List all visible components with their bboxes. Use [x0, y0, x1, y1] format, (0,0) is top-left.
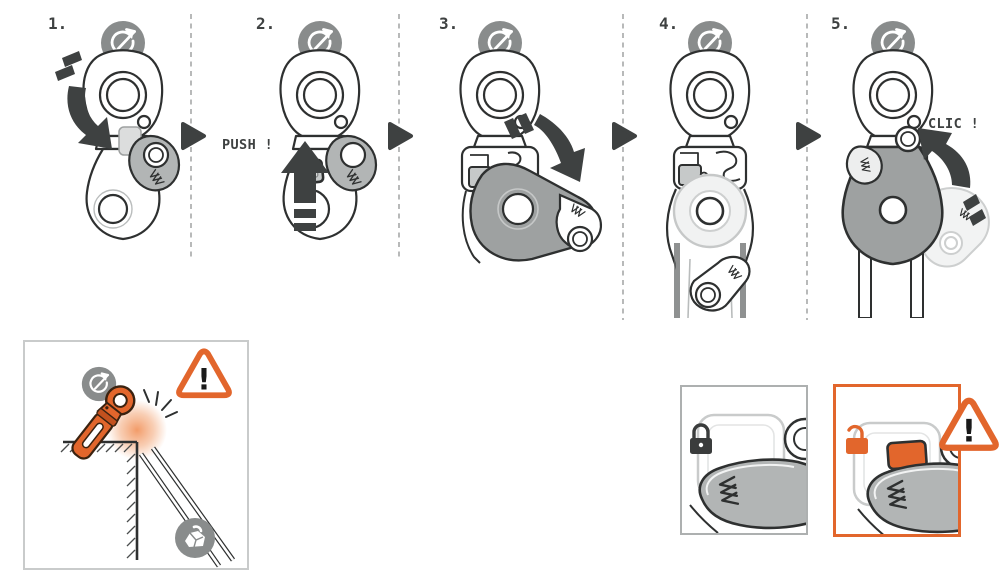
- side-plate-closed: [841, 125, 944, 266]
- lock-open-icon: [846, 424, 868, 454]
- next-arrow-icon: [181, 122, 206, 150]
- edge-corner: [60, 440, 139, 560]
- step-5-pulley-closing-illustration: [841, 19, 990, 318]
- lock-closed-icon: [690, 423, 712, 454]
- step-1-pulley-closed-illustration: [55, 19, 181, 241]
- latch-closed: [325, 134, 378, 192]
- warning-triangle-icon: !: [176, 348, 232, 399]
- step-separator: [806, 14, 808, 320]
- step-3-pulley-open-illustration: [459, 19, 602, 264]
- step-4-number: 4.: [659, 14, 679, 33]
- open-rotation-arrow: [504, 113, 585, 182]
- sheave: [672, 173, 748, 249]
- step-5-number: 5.: [831, 14, 851, 33]
- side-plate-open: [469, 162, 602, 262]
- warning-triangle-icon: !: [939, 397, 999, 451]
- step-separator: [622, 14, 624, 320]
- next-arrow-icon: [796, 122, 821, 150]
- next-arrow-icon: [388, 122, 413, 150]
- step-1-number: 1.: [48, 14, 68, 33]
- latch-closed: [128, 134, 181, 192]
- close-rotation-arrow: [918, 128, 986, 226]
- press-latch-arrow: [55, 51, 112, 149]
- next-arrow-icon: [612, 122, 637, 150]
- step-separator: [398, 14, 400, 260]
- latch-unlocked-closeup: [846, 421, 958, 534]
- latch-unlocked-panel: [833, 384, 961, 537]
- latch-locked-panel: [680, 385, 808, 535]
- warning-exclamation: !: [197, 362, 210, 396]
- latch-open-piece: [689, 255, 751, 312]
- push-label: PUSH !: [222, 137, 274, 153]
- step-separator: [190, 14, 192, 260]
- clic-label: CLIC !: [928, 116, 980, 132]
- latch-locked-closeup: [682, 413, 806, 533]
- spark-lines: [143, 389, 178, 418]
- step-2-pulley-push-illustration: [279, 19, 378, 241]
- step-4-rope-installed-illustration: [665, 19, 755, 318]
- push-up-arrow: [281, 141, 329, 231]
- step-3-number: 3.: [439, 14, 459, 33]
- step-2-number: 2.: [256, 14, 276, 33]
- edge-loading-warning-panel: !: [23, 340, 249, 570]
- connector-over-edge: [71, 385, 136, 460]
- warning-exclamation: !: [962, 414, 976, 450]
- edge-loading-illustration: [60, 365, 236, 568]
- load-icon: [173, 516, 217, 560]
